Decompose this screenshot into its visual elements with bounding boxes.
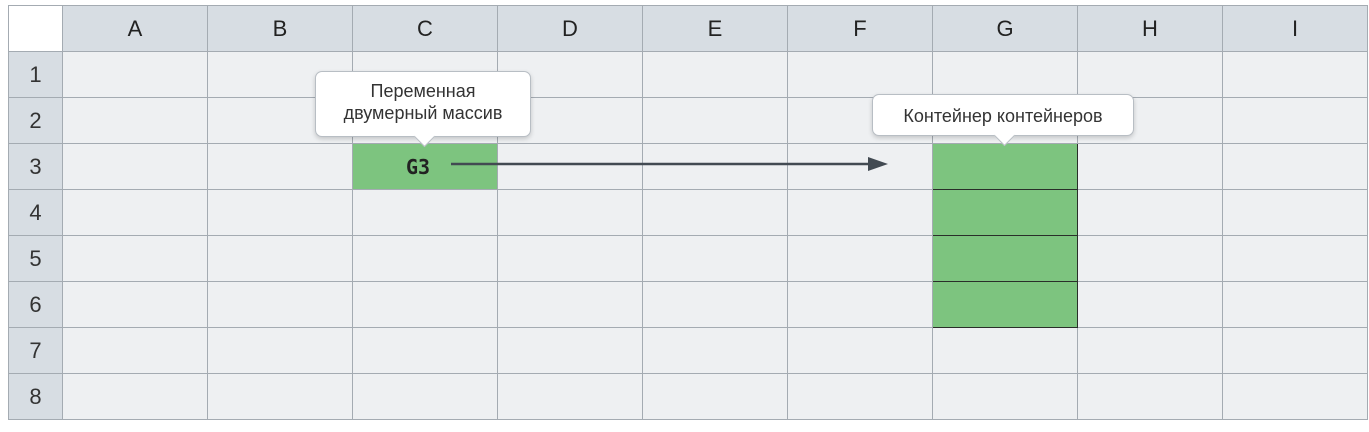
grid-row: 7 bbox=[8, 327, 1368, 374]
cell-a2[interactable] bbox=[62, 97, 208, 144]
cell-g8[interactable] bbox=[932, 373, 1078, 420]
cell-e5[interactable] bbox=[642, 235, 788, 282]
grid-row: 8 bbox=[8, 373, 1368, 420]
cell-a6[interactable] bbox=[62, 281, 208, 328]
cell-c7[interactable] bbox=[352, 327, 498, 374]
cell-c4[interactable] bbox=[352, 189, 498, 236]
cell-value-c3: G3 bbox=[405, 154, 431, 179]
row-header-8[interactable]: 8 bbox=[8, 373, 63, 420]
cell-f6[interactable] bbox=[787, 281, 933, 328]
column-header-h[interactable]: H bbox=[1077, 5, 1223, 52]
cell-g6[interactable] bbox=[932, 281, 1078, 328]
cell-a5[interactable] bbox=[62, 235, 208, 282]
cell-i8[interactable] bbox=[1222, 373, 1368, 420]
cell-i6[interactable] bbox=[1222, 281, 1368, 328]
cell-e2[interactable] bbox=[642, 97, 788, 144]
cell-f8[interactable] bbox=[787, 373, 933, 420]
cell-a4[interactable] bbox=[62, 189, 208, 236]
column-header-e[interactable]: E bbox=[642, 5, 788, 52]
column-header-row: A B C D E F G H I bbox=[8, 5, 1368, 52]
cell-h5[interactable] bbox=[1077, 235, 1223, 282]
callout-variable-line1: Переменная bbox=[370, 81, 476, 101]
cell-e8[interactable] bbox=[642, 373, 788, 420]
cell-b3[interactable] bbox=[207, 143, 353, 190]
column-header-i[interactable]: I bbox=[1222, 5, 1368, 52]
row-header-2[interactable]: 2 bbox=[8, 97, 63, 144]
cell-d7[interactable] bbox=[497, 327, 643, 374]
cell-a8[interactable] bbox=[62, 373, 208, 420]
cell-b8[interactable] bbox=[207, 373, 353, 420]
cell-f4[interactable] bbox=[787, 189, 933, 236]
column-header-g[interactable]: G bbox=[932, 5, 1078, 52]
cell-h8[interactable] bbox=[1077, 373, 1223, 420]
cell-i3[interactable] bbox=[1222, 143, 1368, 190]
cell-h3[interactable] bbox=[1077, 143, 1223, 190]
cell-d4[interactable] bbox=[497, 189, 643, 236]
callout-variable-line2: двумерный массив bbox=[343, 103, 503, 123]
cell-g7[interactable] bbox=[932, 327, 1078, 374]
grid-row: 1 bbox=[8, 51, 1368, 98]
column-header-b[interactable]: B bbox=[207, 5, 353, 52]
cell-g5[interactable] bbox=[932, 235, 1078, 282]
cell-e3[interactable] bbox=[642, 143, 788, 190]
cell-c3[interactable]: G3 bbox=[352, 143, 498, 190]
grid-row: 6 bbox=[8, 281, 1368, 328]
cell-d3[interactable] bbox=[497, 143, 643, 190]
cell-b7[interactable] bbox=[207, 327, 353, 374]
cell-e7[interactable] bbox=[642, 327, 788, 374]
cell-i1[interactable] bbox=[1222, 51, 1368, 98]
cell-h1[interactable] bbox=[1077, 51, 1223, 98]
cell-c5[interactable] bbox=[352, 235, 498, 282]
cell-d6[interactable] bbox=[497, 281, 643, 328]
cell-e6[interactable] bbox=[642, 281, 788, 328]
cell-i2[interactable] bbox=[1222, 97, 1368, 144]
cell-i5[interactable] bbox=[1222, 235, 1368, 282]
cell-c6[interactable] bbox=[352, 281, 498, 328]
callout-container-text: Контейнер контейнеров bbox=[903, 106, 1103, 126]
grid-row: 5 bbox=[8, 235, 1368, 282]
cell-d5[interactable] bbox=[497, 235, 643, 282]
cell-d8[interactable] bbox=[497, 373, 643, 420]
column-header-c[interactable]: C bbox=[352, 5, 498, 52]
cell-f7[interactable] bbox=[787, 327, 933, 374]
cell-i7[interactable] bbox=[1222, 327, 1368, 374]
grid-row: 3 G3 bbox=[8, 143, 1368, 190]
grid-row: 2 bbox=[8, 97, 1368, 144]
column-header-a[interactable]: A bbox=[62, 5, 208, 52]
cell-f3[interactable] bbox=[787, 143, 933, 190]
cell-e1[interactable] bbox=[642, 51, 788, 98]
cell-b5[interactable] bbox=[207, 235, 353, 282]
cell-h4[interactable] bbox=[1077, 189, 1223, 236]
cell-a7[interactable] bbox=[62, 327, 208, 374]
callout-variable: Переменная двумерный массив bbox=[315, 71, 531, 148]
row-header-1[interactable]: 1 bbox=[8, 51, 63, 98]
column-header-f[interactable]: F bbox=[787, 5, 933, 52]
cell-i4[interactable] bbox=[1222, 189, 1368, 236]
cell-b4[interactable] bbox=[207, 189, 353, 236]
callout-container: Контейнер контейнеров bbox=[872, 94, 1134, 147]
cell-a3[interactable] bbox=[62, 143, 208, 190]
cell-g4[interactable] bbox=[932, 189, 1078, 236]
cell-h6[interactable] bbox=[1077, 281, 1223, 328]
cell-h7[interactable] bbox=[1077, 327, 1223, 374]
grid-row: 4 bbox=[8, 189, 1368, 236]
row-header-3[interactable]: 3 bbox=[8, 143, 63, 190]
cell-c8[interactable] bbox=[352, 373, 498, 420]
row-header-6[interactable]: 6 bbox=[8, 281, 63, 328]
cell-e4[interactable] bbox=[642, 189, 788, 236]
row-header-4[interactable]: 4 bbox=[8, 189, 63, 236]
column-header-d[interactable]: D bbox=[497, 5, 643, 52]
row-header-7[interactable]: 7 bbox=[8, 327, 63, 374]
row-header-5[interactable]: 5 bbox=[8, 235, 63, 282]
cell-f5[interactable] bbox=[787, 235, 933, 282]
cell-a1[interactable] bbox=[62, 51, 208, 98]
cell-f1[interactable] bbox=[787, 51, 933, 98]
cell-g3[interactable] bbox=[932, 143, 1078, 190]
cell-b6[interactable] bbox=[207, 281, 353, 328]
corner-cell[interactable] bbox=[8, 5, 63, 52]
cell-g1[interactable] bbox=[932, 51, 1078, 98]
